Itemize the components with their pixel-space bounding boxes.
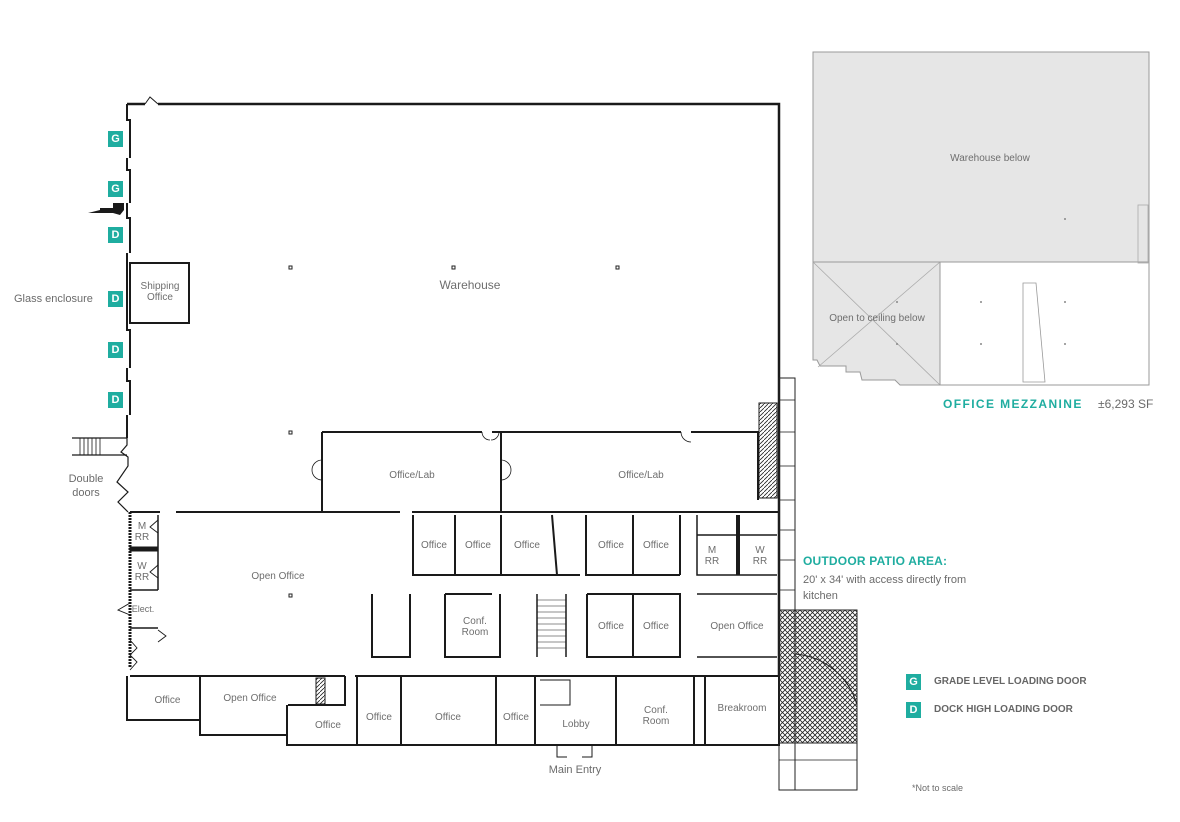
room-warehouse: Warehouse (439, 278, 501, 292)
room-office: Office (598, 540, 624, 551)
room-lobby: Lobby (562, 719, 590, 730)
room-office: Office (435, 712, 461, 723)
room-office: Office (154, 695, 181, 706)
room-office: Office (514, 540, 540, 551)
room-office: Office (503, 712, 529, 723)
room-office: Office (315, 720, 341, 731)
room-office: Office (421, 540, 447, 551)
room-open-office-east: Open Office (710, 621, 764, 632)
room-electrical: Elect. (131, 604, 155, 614)
grade-level-door-badge: G (108, 181, 123, 197)
patio-area (778, 377, 858, 791)
building-walls (72, 96, 781, 758)
mezzanine-open-to-ceiling: Open to ceiling below (829, 313, 925, 324)
mezzanine-title: OFFICE MEZZANINE (943, 397, 1083, 411)
room-womens-restroom-west: W RR (134, 561, 150, 583)
dock-high-door-badge: D (108, 291, 123, 307)
room-mens-restroom-east: M RR (704, 545, 720, 567)
room-shipping-office: Shipping Office (140, 281, 180, 303)
room-office-lab-2: Office/Lab (618, 470, 664, 481)
mezzanine-area: ±6,293 SF (1098, 397, 1154, 411)
room-office: Office (643, 540, 669, 551)
main-entry-label: Main Entry (548, 764, 602, 776)
legend-badge-d: D (906, 702, 921, 718)
room-womens-restroom-east: W RR (752, 545, 768, 567)
room-conference-center: Conf. Room (461, 616, 489, 638)
double-doors-label: Double doors (68, 473, 104, 499)
room-open-office-south: Open Office (223, 693, 277, 704)
room-office-lab-1: Office/Lab (389, 470, 435, 481)
glass-enclosure-label: Glass enclosure (14, 293, 93, 305)
grade-level-door-badge: G (108, 131, 123, 147)
room-office: Office (465, 540, 491, 551)
room-mens-restroom-west: M RR (134, 521, 150, 543)
room-office: Office (598, 621, 624, 632)
room-conference-south: Conf. Room (642, 705, 670, 727)
dock-high-door-badge: D (108, 342, 123, 358)
patio-title: OUTDOOR PATIO AREA: (803, 554, 948, 568)
room-breakroom: Breakroom (717, 703, 767, 714)
patio-description: 20' x 34' with access directly from kitc… (803, 574, 967, 602)
room-office: Office (643, 621, 669, 632)
legend-label: DOCK HIGH LOADING DOOR (934, 704, 1073, 715)
not-to-scale-note: *Not to scale (912, 783, 964, 793)
room-office: Office (366, 712, 392, 723)
mezzanine-plan (812, 51, 1150, 386)
dock-high-door-badge: D (108, 227, 123, 243)
room-open-office-west: Open Office (251, 571, 305, 582)
mezzanine-warehouse-below: Warehouse below (950, 153, 1030, 164)
legend-label: GRADE LEVEL LOADING DOOR (934, 676, 1087, 687)
dock-high-door-badge: D (108, 392, 123, 408)
legend-badge-g: G (906, 674, 921, 690)
